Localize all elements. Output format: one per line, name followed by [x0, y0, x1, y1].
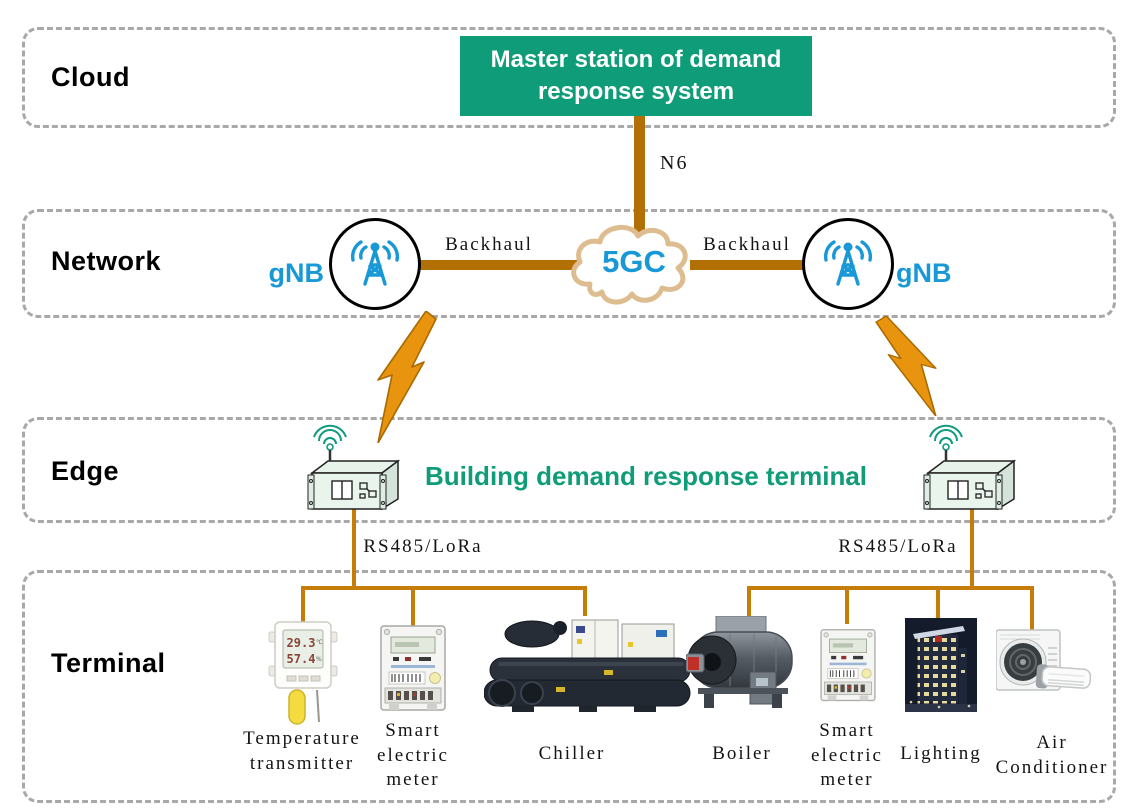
gnb-right-node [802, 218, 894, 310]
cloud-layer-label: Cloud [51, 62, 130, 92]
device-label-boiler: Boiler [712, 743, 772, 764]
master-station-box: Master station of demand response system [460, 36, 812, 116]
rs485-right-feed-line [970, 506, 974, 590]
rs485-right-label: RS485/LoRa [838, 536, 958, 557]
core-cloud-shape [571, 225, 688, 305]
device-label-smart-electric-meter-left: Smart electric meter [377, 720, 449, 791]
gnb-left-label: gNB [268, 258, 325, 288]
backhaul-left-line [412, 260, 577, 270]
core-5gc-label: 5GC [602, 244, 666, 279]
device-label-air-conditioner: Air Conditioner [995, 732, 1109, 778]
smart-electric-meter-image [820, 629, 876, 702]
antenna-tower-icon [823, 240, 873, 286]
boiler-image [686, 616, 793, 708]
n6-link-line [634, 112, 645, 234]
edge-layer-label: Edge [51, 456, 120, 486]
left-bus-bar [301, 586, 587, 590]
device-label-lighting: Lighting [900, 743, 982, 764]
rs485-left-label: RS485/LoRa [363, 536, 483, 557]
bus-drop-temperature-transmitter [301, 586, 305, 624]
gnb-left-node [329, 218, 421, 310]
building-demand-response-terminal-label: Building demand response terminal [424, 461, 868, 491]
lightning-bolt-icon [377, 311, 437, 443]
edge-gateway-icon [307, 424, 401, 511]
bus-drop-boiler [747, 586, 751, 622]
device-label-temperature-transmitter: Temperature transmitter [243, 728, 361, 774]
bus-drop-air-conditioner [1030, 586, 1034, 630]
temperature-value: 29.3 [287, 636, 316, 650]
gnb-right-label: gNB [896, 258, 952, 288]
humidity-unit: % [316, 656, 322, 663]
smart-electric-meter-image [380, 625, 446, 711]
chiller-image [484, 619, 691, 712]
device-label-smart-electric-meter-right: Smart electric meter [811, 720, 883, 791]
terminal-layer-label: Terminal [51, 648, 166, 678]
air-conditioner-image [996, 629, 1092, 691]
terminal-layer-box: Terminal [22, 570, 1116, 803]
bus-drop-chiller [583, 586, 587, 616]
network-layer-box: Network [22, 209, 1116, 318]
bus-drop-smart-meter-right [845, 586, 849, 624]
network-layer-label: Network [51, 246, 162, 276]
backhaul-left-label: Backhaul [445, 234, 533, 255]
temperature-transmitter-image: 29.3 ℃ 57.4 % [268, 621, 338, 725]
cloud-layer-box: Cloud [22, 27, 1116, 128]
edge-gateway-icon [923, 424, 1017, 511]
bus-drop-smart-meter-left [411, 586, 415, 628]
right-bus-bar [747, 586, 1034, 590]
bus-drop-lighting [936, 586, 940, 622]
backhaul-right-line [690, 260, 804, 270]
temperature-unit: ℃ [316, 639, 323, 646]
edge-layer-box: Edge [22, 417, 1116, 523]
device-label-chiller: Chiller [538, 743, 606, 764]
lightning-bolt-icon [875, 316, 937, 416]
n6-label: N6 [660, 152, 689, 174]
antenna-tower-icon [350, 240, 400, 286]
rs485-left-feed-line [352, 506, 356, 590]
lighting-image [905, 618, 977, 712]
backhaul-right-label: Backhaul [703, 234, 791, 255]
humidity-value: 57.4 [287, 652, 316, 666]
master-station-label: Master station of demand response system [490, 45, 782, 105]
